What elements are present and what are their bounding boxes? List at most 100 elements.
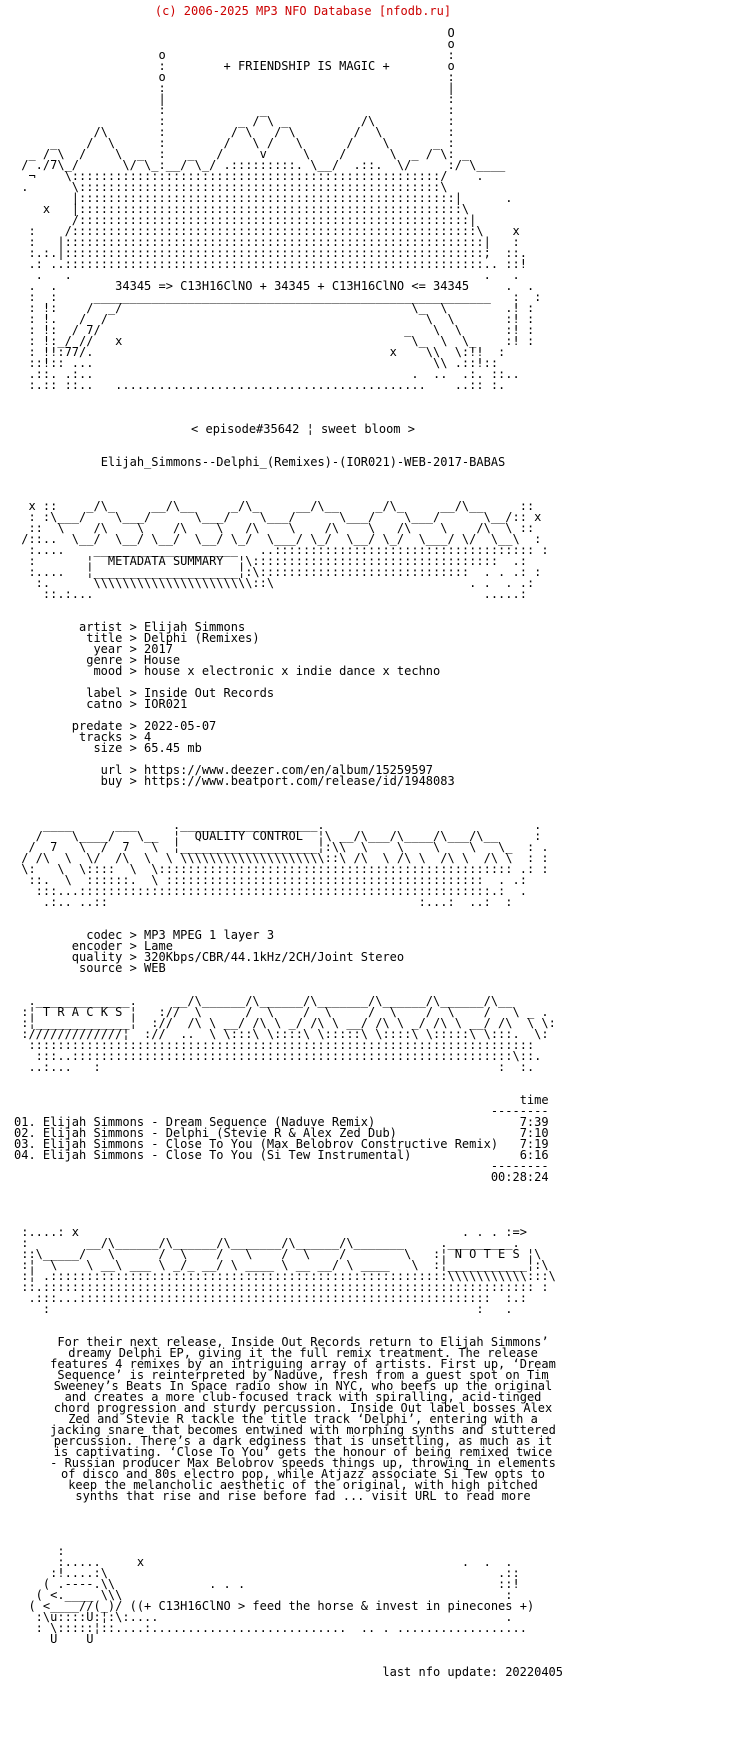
ascii-formula-bridge-art: . . . . . . 34345 => C13H16ClNO + 34345 … (28, 268, 542, 392)
kv-separator: > (129, 763, 137, 777)
meta-row-artist: artist > Elijah Simmons (14, 620, 592, 634)
meta-row-buy: buy > https://www.beatport.com/release/id/… (14, 774, 592, 788)
release-name: Elijah_Simmons--Delphi_(Remixes)-(IOR021… (100, 455, 506, 469)
track-row: 03. Elijah Simmons - Close To You (Max B… (14, 1137, 549, 1151)
meta-row-catno: catno > IOR021 (14, 697, 592, 711)
meta-key: catno (86, 697, 123, 711)
meta-key: buy (100, 774, 123, 788)
track-time: 7:10 (519, 1126, 549, 1140)
kv-separator: > (129, 730, 137, 744)
title-value: Delphi (Remixes) (144, 631, 260, 645)
meta-key: title (86, 631, 123, 645)
meta-row-url: url > https://www.deezer.com/en/album/1525… (14, 763, 592, 777)
kv-separator: > (129, 719, 137, 733)
track-list: time -------- 01. Elijah Simmons - Dream… (14, 1093, 592, 1184)
meta-key: artist (79, 620, 123, 634)
track-total-time: 00:28:24 (490, 1170, 549, 1184)
episode-line: < episode#35642 ¦ sweet bloom > (191, 422, 415, 436)
kv-separator: > (129, 928, 137, 942)
genre-value: House (144, 653, 181, 667)
quality-key: codec (86, 928, 123, 942)
metadata-group-release-info: predate >2022-05-07 tracks >4 size >65.45 m… (14, 719, 592, 755)
track-time-ruler: -------- (490, 1104, 549, 1118)
quality-key: source (79, 961, 123, 975)
track-title: 04. Elijah Simmons - Close To You (Si Te… (14, 1148, 412, 1162)
meta-key: url (100, 763, 123, 777)
encoder-value: Lame (144, 939, 173, 953)
metadata-group-links: url > https://www.deezer.com/en/album/1525… (14, 763, 592, 788)
ascii-tracks-banner: ._____________. __/\______/\______/\____… (21, 994, 556, 1074)
kv-separator: > (129, 653, 137, 667)
track-time: 7:19 (519, 1137, 549, 1151)
kv-separator: > (129, 774, 137, 788)
meta-key: size (93, 741, 123, 755)
beatport-url: https://www.beatport.com/release/id/1948… (144, 774, 455, 788)
kv-separator: > (129, 741, 137, 755)
meta-key: year (93, 642, 123, 656)
deezer-url: https://www.deezer.com/en/album/15259597 (144, 763, 434, 777)
ascii-mountain-scene-art: O o o : : + FRIENDSHIP IS MAGIC + o (21, 26, 527, 271)
ascii-metadata-summary-banner: x :: _/\_ __/\__ _/\_ __/\__ _/\_ __/\__… (21, 499, 549, 601)
kv-separator: > (129, 686, 137, 700)
kv-separator: > (129, 642, 137, 656)
copyright-line: (c) 2006-2025 MP3 NFO Database [nfodb.ru… (154, 4, 452, 18)
kv-separator: > (129, 620, 137, 634)
codec-value: MP3 MPEG 1 layer 3 (144, 928, 275, 942)
meta-row-predate: predate >2022-05-07 (14, 719, 592, 733)
kv-separator: > (129, 961, 137, 975)
meta-key: mood (93, 664, 123, 678)
quality-row-encoder: encoder > Lame (14, 939, 592, 953)
track-row: 02. Elijah Simmons - Delphi (Stevie R & … (14, 1126, 549, 1140)
track-title: 01. Elijah Simmons - Dream Sequence (Nad… (14, 1115, 376, 1129)
meta-row-label: label > Inside Out Records (14, 686, 592, 700)
track-time-header: time (519, 1093, 549, 1107)
label-value: Inside Out Records (144, 686, 275, 700)
track-total-ruler: -------- (490, 1159, 549, 1173)
ascii-pony-footer-art: : :..... x . . . :!....:\ .:: ( .----.\\… (28, 1544, 535, 1646)
meta-row-size: size >65.45 mb (14, 741, 592, 755)
track-row: 04. Elijah Simmons - Close To You (Si Te… (14, 1148, 549, 1162)
last-nfo-update-line: last nfo update: 20220405 (382, 1665, 563, 1679)
quality-section: codec > MP3 MPEG 1 layer 3 encoder > Lame qu… (14, 928, 592, 975)
nfo-document: (c) 2006-2025 MP3 NFO Database [nfodb.ru… (14, 4, 592, 1679)
predate-value: 2022-05-07 (144, 719, 217, 733)
meta-row-mood: mood > house x electronic x indie dance x … (14, 664, 592, 678)
meta-key: label (86, 686, 123, 700)
quality-key: quality (71, 950, 123, 964)
metadata-section: artist > Elijah Simmons title > Delphi (Remi… (14, 620, 592, 788)
kv-separator: > (129, 664, 137, 678)
meta-row-title: title > Delphi (Remixes) (14, 631, 592, 645)
kv-separator: > (129, 939, 137, 953)
metadata-group-main: artist > Elijah Simmons title > Delphi (Remi… (14, 620, 592, 678)
quality-key: encoder (71, 939, 123, 953)
kv-separator: > (129, 697, 137, 711)
artist-value: Elijah Simmons (144, 620, 246, 634)
track-time: 7:39 (519, 1115, 549, 1129)
meta-row-year: year >2017 (14, 642, 592, 656)
track-row: 01. Elijah Simmons - Dream Sequence (Nad… (14, 1115, 549, 1129)
tracks-count-value: 4 (144, 730, 152, 744)
ascii-notes-banner: :....: x . . . :=> : __/\______/\______/… (21, 1225, 556, 1316)
meta-key: tracks (79, 730, 123, 744)
source-value: WEB (144, 961, 166, 975)
track-time: 6:16 (519, 1148, 549, 1162)
metadata-group-label: label > Inside Out Records catno > IOR021 (14, 686, 592, 711)
track-title: 02. Elijah Simmons - Delphi (Stevie R & … (14, 1126, 397, 1140)
meta-row-genre: genre > House (14, 653, 592, 667)
mood-value: house x electronic x indie dance x techn… (144, 664, 441, 678)
quality-row-source: source > WEB (14, 961, 592, 975)
ascii-quality-control-banner: ____ ___ .___________________. . / \____… (21, 818, 549, 909)
meta-row-tracks: tracks >4 (14, 730, 592, 744)
catno-value: IOR021 (144, 697, 188, 711)
track-title: 03. Elijah Simmons - Close To You (Max B… (14, 1137, 499, 1151)
bitrate-value: 320Kbps/CBR/44.1kHz/2CH/Joint Stereo (144, 950, 405, 964)
release-notes-text: For their next release, Inside Out Recor… (50, 1335, 556, 1503)
year-value: 2017 (144, 642, 173, 656)
kv-separator: > (129, 950, 137, 964)
quality-row-quality: quality >320Kbps/CBR/44.1kHz/2CH/Joint St… (14, 950, 592, 964)
size-value: 65.45 mb (144, 741, 202, 755)
kv-separator: > (129, 631, 137, 645)
meta-key: predate (71, 719, 123, 733)
quality-row-codec: codec > MP3 MPEG 1 layer 3 (14, 928, 592, 942)
meta-key: genre (86, 653, 123, 667)
